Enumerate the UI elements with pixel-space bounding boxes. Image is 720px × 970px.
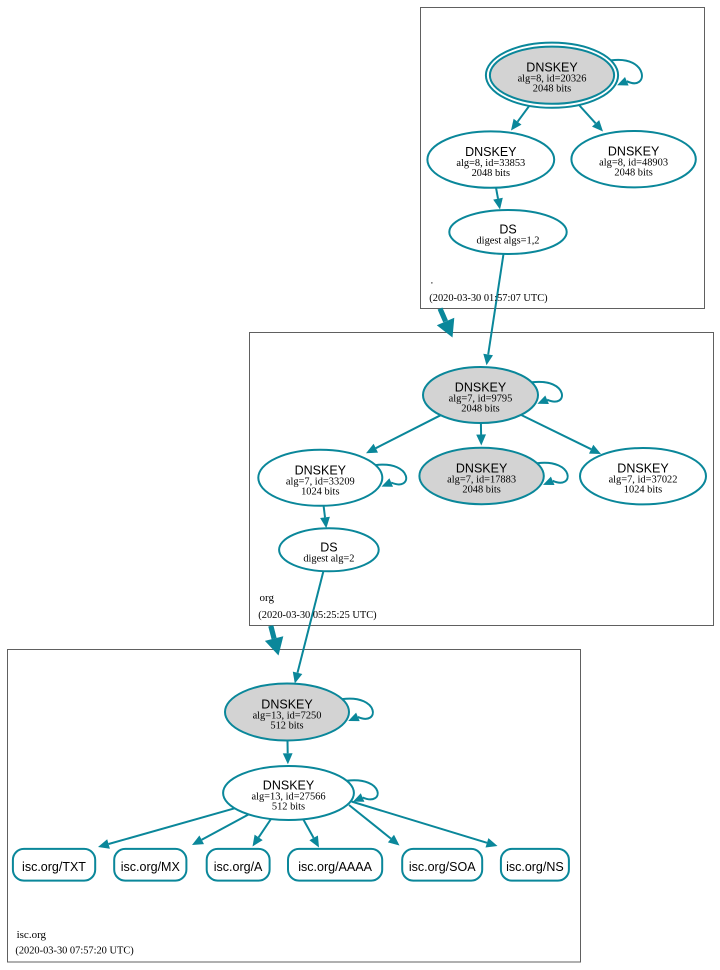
svg-text:DNSKEY: DNSKEY xyxy=(261,698,313,712)
svg-text:alg=7, id=33209: alg=7, id=33209 xyxy=(286,476,355,487)
svg-text:(2020-03-30 05:25:25 UTC): (2020-03-30 05:25:25 UTC) xyxy=(258,610,376,621)
svg-text:DNSKEY: DNSKEY xyxy=(263,779,315,793)
svg-text:2048 bits: 2048 bits xyxy=(614,168,652,179)
svg-text:2048 bits: 2048 bits xyxy=(472,168,510,179)
svg-text:DNSKEY: DNSKEY xyxy=(455,381,507,395)
svg-text:DNSKEY: DNSKEY xyxy=(465,145,517,159)
svg-text:512 bits: 512 bits xyxy=(272,802,305,813)
svg-text:512 bits: 512 bits xyxy=(270,721,303,732)
svg-text:(2020-03-30 01:57:07 UTC): (2020-03-30 01:57:07 UTC) xyxy=(429,293,547,304)
svg-text:isc.org/TXT: isc.org/TXT xyxy=(22,860,86,874)
svg-text:isc.org/A: isc.org/A xyxy=(214,860,263,874)
svg-text:alg=7, id=37022: alg=7, id=37022 xyxy=(609,475,678,486)
svg-text:isc.org/AAAA: isc.org/AAAA xyxy=(298,860,372,874)
svg-text:alg=8, id=20326: alg=8, id=20326 xyxy=(518,74,587,85)
svg-text:1024 bits: 1024 bits xyxy=(301,486,339,497)
svg-text:alg=13, id=27566: alg=13, id=27566 xyxy=(251,792,325,803)
svg-text:.: . xyxy=(431,274,434,286)
svg-text:DNSKEY: DNSKEY xyxy=(608,145,660,159)
svg-text:DNSKEY: DNSKEY xyxy=(456,462,508,476)
svg-text:alg=8, id=48903: alg=8, id=48903 xyxy=(599,158,668,169)
svg-text:alg=8, id=33853: alg=8, id=33853 xyxy=(456,158,525,169)
svg-text:isc.org/NS: isc.org/NS xyxy=(506,860,564,874)
svg-text:alg=7, id=9795: alg=7, id=9795 xyxy=(449,394,513,405)
svg-text:1024 bits: 1024 bits xyxy=(624,485,662,496)
svg-text:org: org xyxy=(260,592,275,604)
svg-text:DNSKEY: DNSKEY xyxy=(526,61,578,75)
svg-text:digest algs=1,2: digest algs=1,2 xyxy=(476,236,539,247)
svg-text:isc.org/MX: isc.org/MX xyxy=(121,860,181,874)
svg-text:DNSKEY: DNSKEY xyxy=(617,462,669,476)
svg-text:2048 bits: 2048 bits xyxy=(462,485,500,496)
svg-text:alg=7, id=17883: alg=7, id=17883 xyxy=(447,475,516,486)
svg-text:2048 bits: 2048 bits xyxy=(461,404,499,415)
svg-text:2048 bits: 2048 bits xyxy=(533,84,571,95)
svg-text:isc.org/SOA: isc.org/SOA xyxy=(409,860,476,874)
svg-text:digest alg=2: digest alg=2 xyxy=(303,553,354,564)
svg-text:isc.org: isc.org xyxy=(17,929,47,941)
svg-text:DNSKEY: DNSKEY xyxy=(295,463,347,477)
svg-text:DS: DS xyxy=(320,540,337,554)
svg-text:alg=13, id=7250: alg=13, id=7250 xyxy=(253,711,322,722)
svg-text:(2020-03-30 07:57:20 UTC): (2020-03-30 07:57:20 UTC) xyxy=(15,946,133,957)
svg-text:DS: DS xyxy=(499,223,516,237)
